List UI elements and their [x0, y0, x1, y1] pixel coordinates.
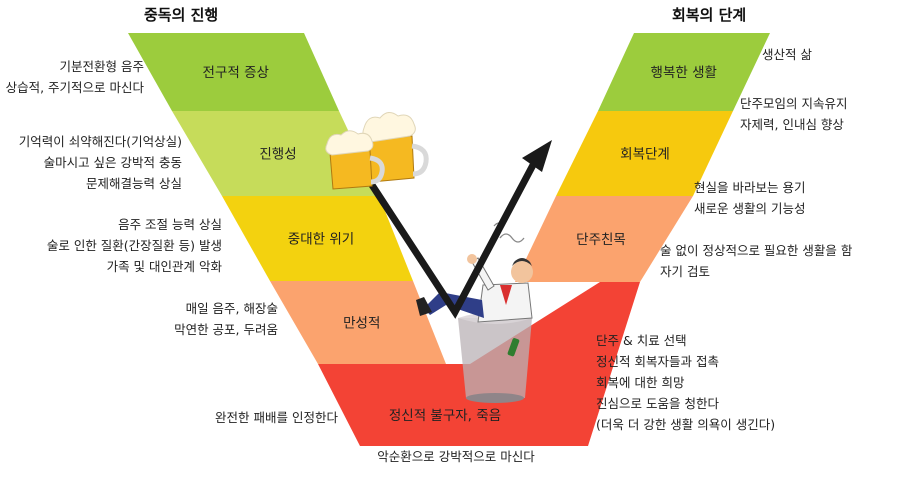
recovery-stage-label: 행복한 생활 — [651, 65, 717, 81]
addiction-stage-4: 만성적 — [270, 281, 446, 364]
addiction-stage-label: 정신적 불구자, 죽음 — [389, 408, 501, 424]
addiction-note-4: 매일 음주, 해장술 막연한 공포, 두려움 — [174, 301, 278, 337]
addiction-stage-label: 만성적 — [343, 316, 380, 332]
addiction-stage-2: 진행성 — [172, 111, 379, 196]
addiction-stage-label: 전구적 증상 — [203, 65, 269, 81]
addiction-note-5: 완전한 패배를 인정한다 — [215, 410, 338, 425]
recovery-note-4: 술 없이 정상적으로 필요한 생활을 함 자기 검토 — [660, 243, 853, 279]
up-arrow-icon — [369, 140, 552, 319]
beer-mug-icon — [325, 130, 385, 190]
recovery-stage-3: 단주친목 — [515, 196, 693, 282]
addiction-title: 중독의 진행 — [144, 6, 219, 24]
bottom-note: 악순환으로 강박적으로 마신다 — [377, 449, 535, 464]
addiction-stage-label: 진행성 — [259, 147, 296, 163]
recovery-stage-label: 단주친목 — [576, 232, 626, 248]
addiction-stage-1: 전구적 증상 — [128, 33, 339, 111]
addiction-note-1: 기분전환형 음주 상습적, 주기적으로 마신다 — [5, 59, 144, 95]
recovery-note-3: 현실을 바라보는 용기 새로운 생활의 기능성 — [694, 180, 806, 216]
recovery-note-1: 생산적 삶 — [762, 47, 812, 62]
addiction-stage-label: 중대한 위기 — [288, 232, 354, 248]
recovery-note-5: 단주 & 치료 선택 정신적 회복자들과 접촉 회복에 대한 희망 진심으로 도… — [596, 333, 776, 432]
recovery-stage-2: 회복단계 — [556, 111, 733, 196]
beer-mug-icon — [362, 112, 429, 183]
recovery-title: 회복의 단계 — [672, 6, 747, 24]
recovery-stage-label: 회복단계 — [620, 147, 670, 163]
recovery-stage-1: 행복한 생활 — [598, 33, 770, 111]
recovery-note-2: 단주모임의 지속유지 자제력, 인내심 향상 — [740, 96, 848, 132]
addiction-note-3: 음주 조절 능력 상실 술로 인한 질환(간장질환 등) 발생 가족 및 대인관… — [46, 217, 222, 274]
addiction-stage-3: 중대한 위기 — [222, 196, 413, 281]
addiction-note-2: 기억력이 쇠약해진다(기억상실) 술마시고 싶은 강박적 충동 문제해결능력 상… — [18, 134, 182, 191]
